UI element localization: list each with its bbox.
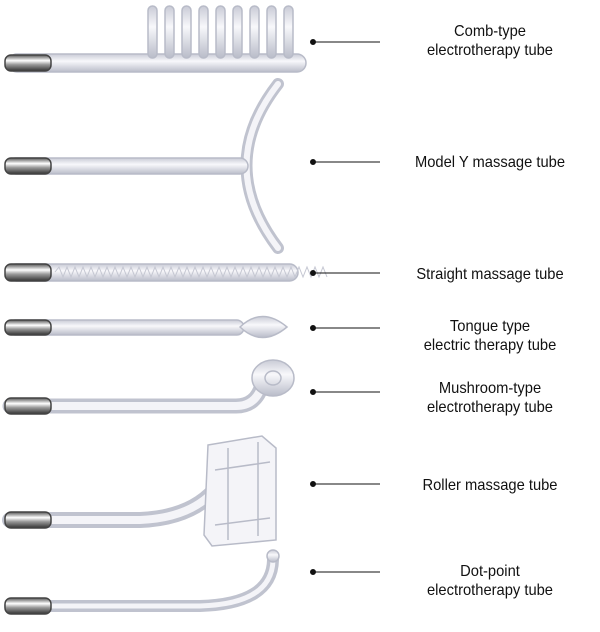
- callout-dot: [310, 569, 380, 575]
- label-straight-tube: Straight massage tube: [389, 265, 591, 284]
- label-mushroom-tube: Mushroom-type electrotherapy tube: [389, 379, 591, 417]
- model-y-tube-icon: [4, 78, 284, 254]
- label-tongue-tube: Tongue type electric therapy tube: [389, 317, 591, 355]
- roller-tube-icon: [2, 435, 277, 547]
- label-line: Tongue type: [449, 318, 531, 335]
- dot-point-tube-icon: [4, 549, 280, 615]
- label-roller-tube: Roller massage tube: [389, 476, 591, 495]
- mushroom-tube-icon: [2, 359, 295, 415]
- label-line: electrotherapy tube: [426, 42, 554, 59]
- label-dot-point-tube: Dot-point electrotherapy tube: [389, 562, 591, 600]
- label-line: Dot-point: [460, 563, 520, 580]
- label-line: electrotherapy tube: [426, 582, 554, 599]
- label-line: Comb-type: [454, 23, 526, 40]
- label-line: electrotherapy tube: [426, 399, 554, 416]
- callout-mushroom: [310, 389, 380, 395]
- straight-tube-icon: [4, 263, 328, 282]
- label-comb-tube: Comb-type electrotherapy tube: [389, 22, 591, 60]
- label-line: Mushroom-type: [438, 380, 542, 397]
- callout-straight: [310, 270, 380, 276]
- tongue-tube-icon: [4, 315, 289, 339]
- comb-tube-icon: [4, 5, 307, 73]
- callout-tongue: [310, 325, 380, 331]
- callout-roller: [310, 481, 380, 487]
- label-line: Model Y massage tube: [414, 154, 566, 171]
- label-model-y-tube: Model Y massage tube: [389, 153, 591, 172]
- label-line: Roller massage tube: [422, 477, 558, 494]
- label-line: electric therapy tube: [423, 337, 557, 354]
- label-line: Straight massage tube: [416, 266, 564, 283]
- callout-comb: [310, 39, 380, 45]
- callout-y: [310, 159, 380, 165]
